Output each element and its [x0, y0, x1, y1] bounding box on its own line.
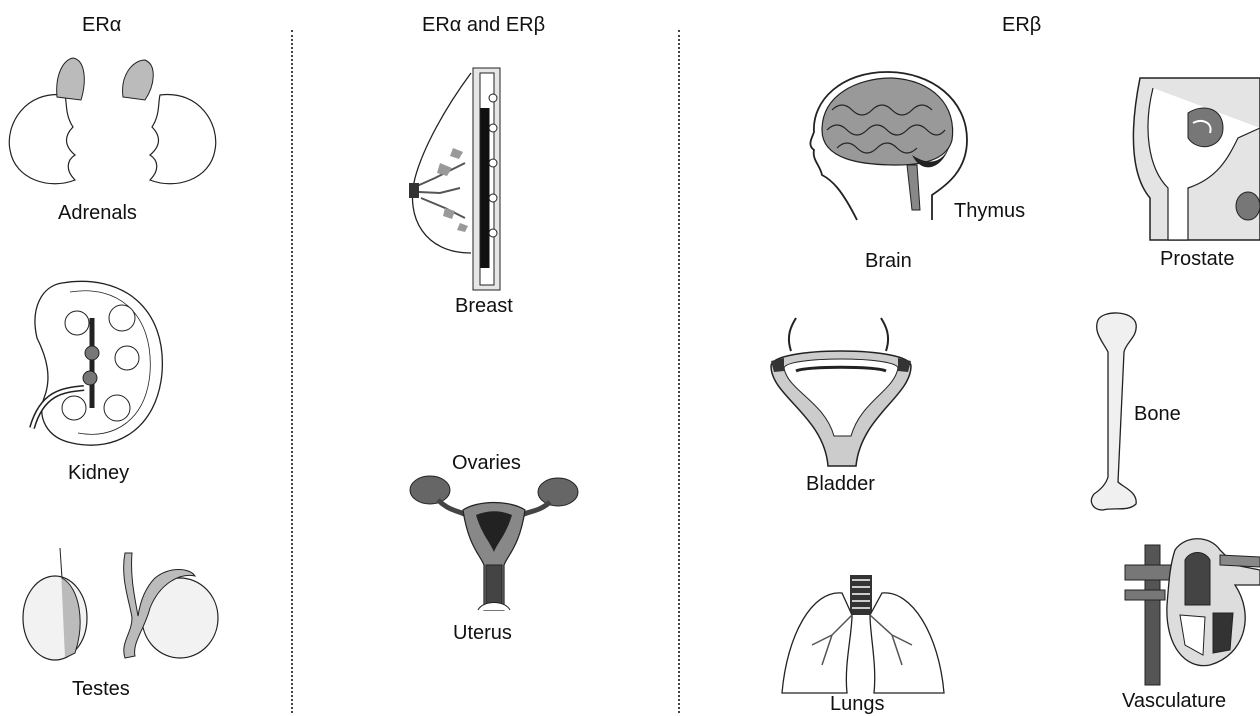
era-erb-column-title: ERα and ERβ [422, 14, 545, 37]
column-divider-right [678, 30, 680, 713]
breast-label: Breast [455, 295, 513, 318]
brain-label: Brain [865, 250, 912, 273]
era-column-title: ERα [82, 14, 121, 37]
bladder-label: Bladder [806, 473, 875, 496]
column-divider-left [291, 30, 293, 713]
uterus-label: Uterus [453, 622, 512, 645]
bladder-illustration [766, 316, 916, 466]
kidney-illustration [22, 278, 170, 453]
adrenals-illustration [5, 55, 220, 190]
breast-illustration [405, 68, 505, 290]
erb-column-title: ERβ [1002, 14, 1041, 37]
prostate-label: Prostate [1160, 248, 1234, 271]
vasculature-illustration [1125, 535, 1260, 685]
prostate-illustration [1128, 78, 1260, 240]
adrenals-label: Adrenals [58, 202, 137, 225]
testes-illustration [20, 548, 220, 666]
bone-label: Bone [1134, 403, 1181, 426]
lungs-illustration [782, 575, 944, 695]
vasculature-label: Vasculature [1122, 690, 1226, 713]
brain-illustration [802, 70, 972, 222]
kidney-label: Kidney [68, 462, 129, 485]
testes-label: Testes [72, 678, 130, 701]
thymus-label: Thymus [954, 200, 1025, 223]
uterus-ovaries-illustration [408, 470, 580, 618]
